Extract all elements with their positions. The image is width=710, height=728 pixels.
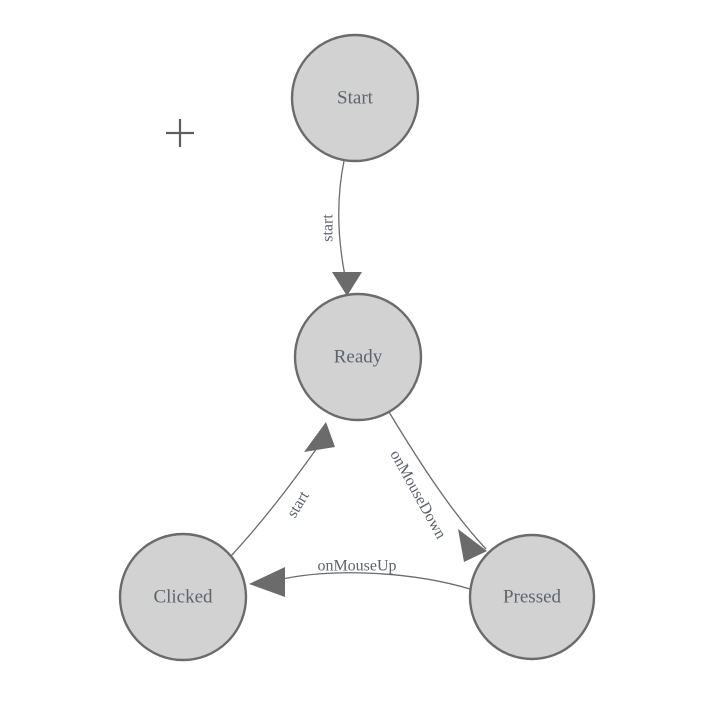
node-shape — [290, 33, 420, 163]
edge-label-ready-to-pressed: onMouseDown — [386, 447, 449, 542]
arrowhead-icon — [249, 567, 285, 597]
edge-line — [388, 411, 487, 550]
arrowhead-icon — [304, 422, 335, 452]
edge-line — [230, 440, 323, 557]
edge-label-clicked-to-ready: start — [284, 488, 313, 521]
edge-label-pressed-to-clicked: onMouseUp — [317, 558, 396, 575]
edge-ready-to-pressed[interactable]: onMouseDown — [386, 411, 487, 562]
node-pressed[interactable]: Pressed — [468, 533, 596, 661]
node-label-start: Start — [337, 87, 374, 108]
edge-pressed-to-clicked[interactable]: onMouseUp — [249, 558, 471, 597]
edge-line — [277, 572, 471, 590]
edge-start-to-ready[interactable]: start — [320, 160, 362, 296]
node-label-clicked: Clicked — [153, 586, 213, 607]
edge-clicked-to-ready[interactable]: start — [230, 422, 335, 557]
node-shape — [468, 533, 596, 661]
node-label-ready: Ready — [334, 346, 383, 367]
edge-label-start-to-ready: start — [320, 214, 337, 242]
node-label-pressed: Pressed — [503, 586, 562, 607]
node-clicked[interactable]: Clicked — [118, 532, 248, 662]
crosshair-icon — [166, 119, 194, 147]
arrowhead-icon — [458, 529, 487, 562]
node-start[interactable]: Start — [290, 33, 420, 163]
node-shape — [293, 292, 423, 422]
node-shape — [118, 532, 248, 662]
edge-line — [338, 160, 346, 277]
arrowhead-icon — [332, 272, 362, 296]
node-ready[interactable]: Ready — [293, 292, 423, 422]
